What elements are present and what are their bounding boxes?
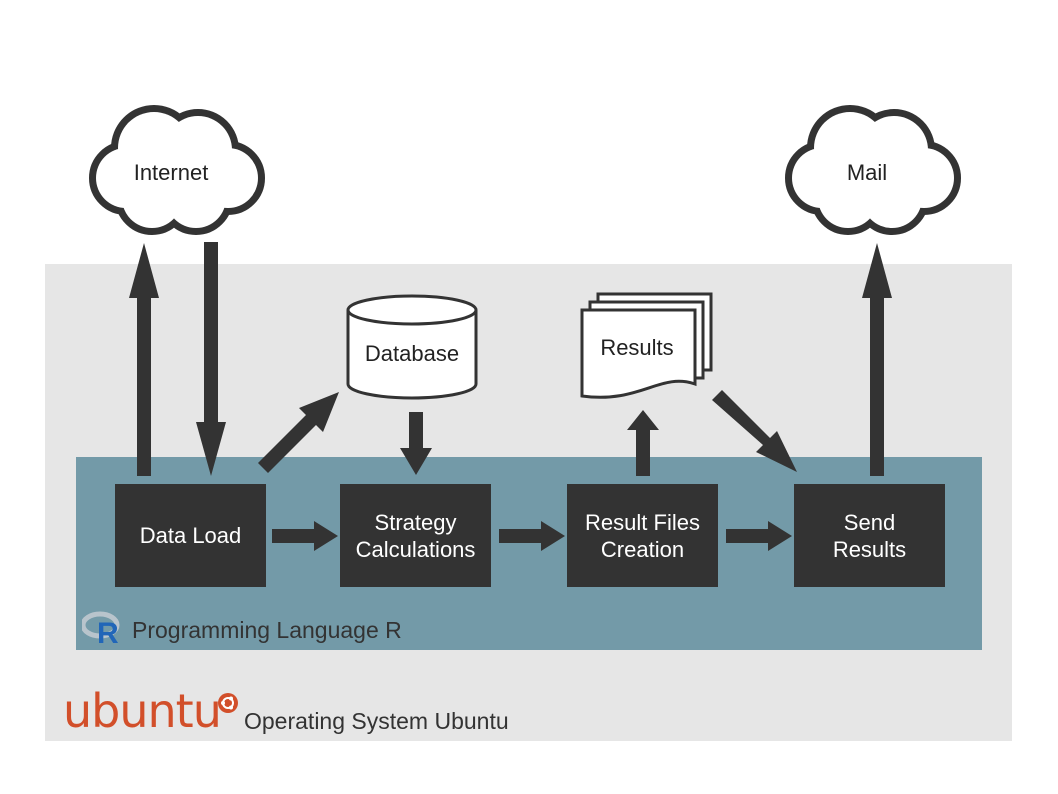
internet-label: Internet [134,160,209,185]
database-label: Database [365,341,459,366]
strategy-calculations-box: Strategy Calculations [340,484,491,587]
r-layer-label: Programming Language R [132,617,402,643]
arrow-down-from-internet [196,242,226,476]
results-documents-icon: Results [580,292,713,399]
arrow-up-to-internet [129,243,159,476]
send-results-box: Send Results [794,484,945,587]
results-label: Results [600,335,673,360]
arrow-results-to-send [712,390,797,472]
arrow-database-to-strategy [400,412,432,475]
r-logo-icon: R [82,611,120,646]
os-layer-label: Operating System Ubuntu [244,708,509,734]
arrow-strategy-to-resultfiles [499,521,565,551]
mail-cloud-icon: Mail [792,112,954,228]
arrow-to-database [258,392,339,473]
arrow-send-to-mail [862,243,892,476]
ubuntu-wordmark: ubuntu [63,684,222,738]
arrow-resultfiles-to-send [726,521,792,551]
mail-label: Mail [847,160,887,185]
arrow-dataload-to-strategy [272,521,338,551]
database-icon: Database [346,294,478,400]
r-logo-letter: R [97,617,119,646]
arrow-to-results [627,410,659,476]
data-load-box: Data Load [115,484,266,587]
ubuntu-circle-of-friends-icon [218,693,238,713]
internet-cloud-icon: Internet [96,112,258,228]
result-files-creation-box: Result Files Creation [567,484,718,587]
